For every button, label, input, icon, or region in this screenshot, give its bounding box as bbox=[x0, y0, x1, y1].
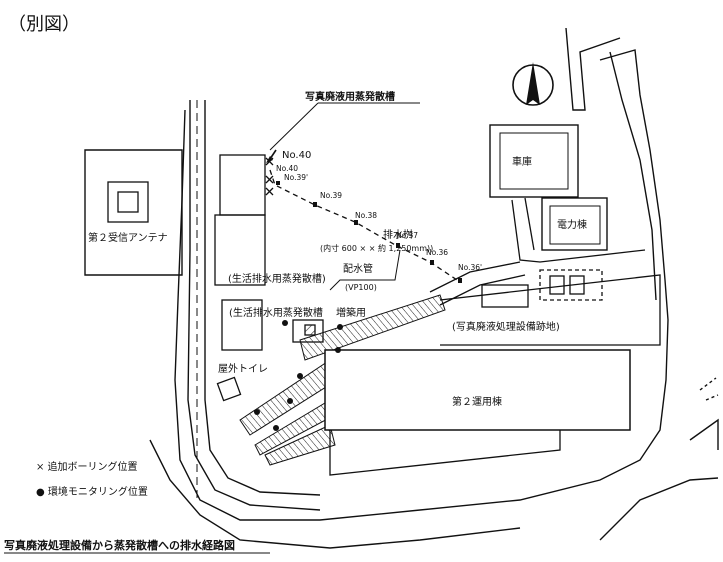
legend-monitoring: ● 環境モニタリング位置 bbox=[36, 485, 148, 498]
no40-callout: No.40 bbox=[266, 149, 311, 163]
outdoor-toilet-label: 屋外トイレ bbox=[218, 363, 268, 375]
evap-tank-photo-label: 写真廃液用蒸発散槽 bbox=[305, 90, 395, 103]
site-boundary bbox=[149, 27, 719, 549]
garage-label: 車庫 bbox=[512, 155, 532, 168]
point-no38: No.38 bbox=[354, 211, 377, 225]
point-no37: No.37 bbox=[396, 231, 418, 248]
svg-text:No.37: No.37 bbox=[396, 231, 418, 240]
svg-text:No.39: No.39 bbox=[320, 191, 342, 200]
antenna-area: 第２受信アンテナ bbox=[84, 149, 183, 276]
point-no36p: No.36' bbox=[458, 263, 482, 283]
north-arrow-icon bbox=[512, 62, 554, 106]
point-no39: No.39 bbox=[313, 191, 342, 207]
photo-facility-label: (写真廃液処理設備跡地) bbox=[452, 320, 560, 333]
garage-building: 車庫 bbox=[489, 124, 579, 198]
ops-building: 第２運用棟 bbox=[324, 349, 631, 476]
survey-points: No.40 No.39' No.39 No.38 No.37 No.36 No.… bbox=[265, 157, 482, 283]
domestic-evap-label-2: (生活排水用蒸発散槽 bbox=[229, 306, 323, 319]
domestic-evap-area bbox=[214, 154, 324, 351]
photo-facility-site bbox=[439, 269, 661, 346]
drain-pit-label: 排水桝 bbox=[383, 228, 413, 241]
ops-building-label: 第２運用棟 bbox=[452, 395, 502, 408]
legend: × 追加ボーリング位置 ● 環境モニタリング位置 bbox=[36, 460, 148, 498]
evap-tank-callout: 写真廃液用蒸発散槽 bbox=[269, 90, 420, 151]
figure-caption: 写真廃液処理設備から蒸発散槽への排水経路図 bbox=[4, 538, 270, 554]
point-no36: No.36 bbox=[426, 248, 448, 265]
pipe-leader bbox=[329, 249, 401, 291]
antenna-label: 第２受信アンテナ bbox=[88, 231, 168, 244]
svg-text:No.36: No.36 bbox=[426, 248, 448, 257]
no40-main-label: No.40 bbox=[282, 150, 311, 161]
svg-text:No.36': No.36' bbox=[458, 263, 482, 272]
outdoor-toilet: 屋外トイレ bbox=[216, 363, 268, 402]
drain-pit-dims: (内寸 600 × × 約 1,250mm)) bbox=[320, 243, 433, 253]
legend-boring: × 追加ボーリング位置 bbox=[36, 460, 138, 473]
pipe-spec-label: (VP100) bbox=[345, 283, 377, 292]
power-building: 電力棟 bbox=[541, 197, 608, 251]
svg-text:No.40: No.40 bbox=[276, 164, 298, 173]
point-no39p: No.39' bbox=[265, 173, 308, 196]
caption-text: 写真廃液処理設備から蒸発散槽への排水経路図 bbox=[4, 538, 235, 552]
power-building-label: 電力棟 bbox=[557, 218, 587, 231]
svg-text:No.39': No.39' bbox=[284, 173, 308, 182]
svg-text:No.38: No.38 bbox=[355, 211, 377, 220]
monitoring-points bbox=[254, 320, 343, 431]
access-road bbox=[187, 100, 321, 511]
domestic-evap-label-1: (生活排水用蒸発散槽) bbox=[228, 272, 326, 285]
expansion-label: 増築用 bbox=[336, 306, 366, 319]
pipe-label: 配水管 bbox=[343, 262, 373, 275]
figure-tag: （別図） bbox=[8, 14, 80, 35]
